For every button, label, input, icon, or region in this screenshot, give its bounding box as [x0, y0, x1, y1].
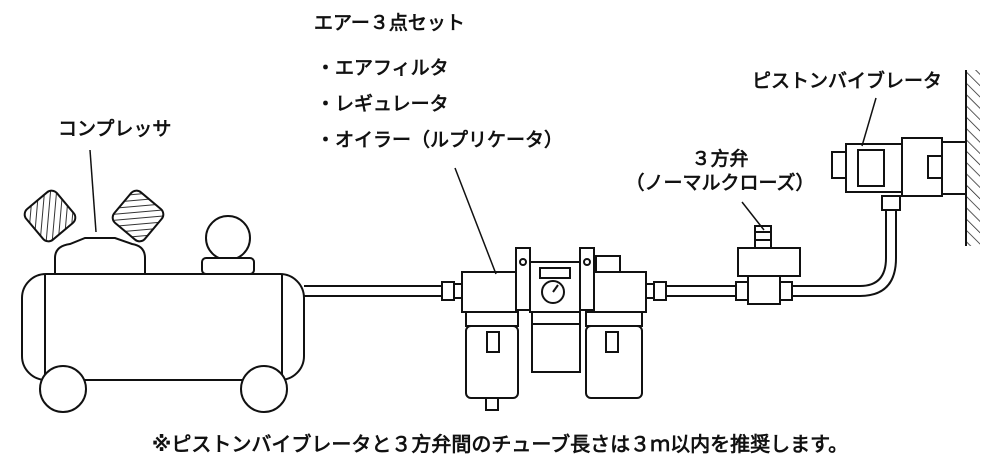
footnote: ※ピストンバイブレータと３方弁間のチューブ長さは３ｍ以内を推奨します。 — [151, 432, 849, 456]
air-tube-1 — [304, 281, 463, 301]
valve-solenoid — [737, 247, 801, 277]
valve-label-name: ３方弁 — [691, 148, 749, 170]
frl-body-filter — [461, 271, 517, 313]
compressor-head-right — [111, 189, 165, 243]
valve-body — [747, 275, 781, 305]
piston-vibrator — [831, 137, 967, 197]
compressor-motor — [54, 237, 146, 275]
compressor-wheel-left — [39, 365, 87, 413]
compressor-wheel-right — [240, 365, 288, 413]
compressor-tank — [21, 273, 305, 381]
leader-lines — [89, 97, 877, 275]
lubricator-bowl — [585, 325, 643, 399]
vibrator-label: ピストンバイブレータ — [752, 70, 943, 92]
compressor-gauge — [205, 215, 251, 261]
compressor — [21, 189, 305, 413]
mounting-wall — [965, 70, 980, 246]
air-tube-2 — [645, 281, 736, 301]
three-way-valve — [735, 225, 801, 305]
regulator-bowl — [531, 323, 581, 373]
air-unit-item-list: ・エアフィルタ ・レギュレータ ・オイラー（ルプリケータ） — [316, 50, 563, 158]
air-unit-frl — [461, 247, 647, 411]
air-unit-title: エアー３点セット — [314, 12, 465, 34]
air-unit-item-lubricator: ・オイラー（ルプリケータ） — [316, 129, 564, 151]
air-tube-3 — [792, 195, 901, 297]
air-unit-item-filter: ・エアフィルタ — [316, 57, 449, 79]
compressor-label: コンプレッサ — [58, 118, 172, 140]
air-unit-item-regulator: ・レギュレータ — [316, 93, 449, 115]
valve-label-type: （ノーマルクローズ） — [625, 172, 815, 194]
compressor-head-left — [23, 189, 77, 243]
frl-body-lubricator — [593, 271, 647, 313]
